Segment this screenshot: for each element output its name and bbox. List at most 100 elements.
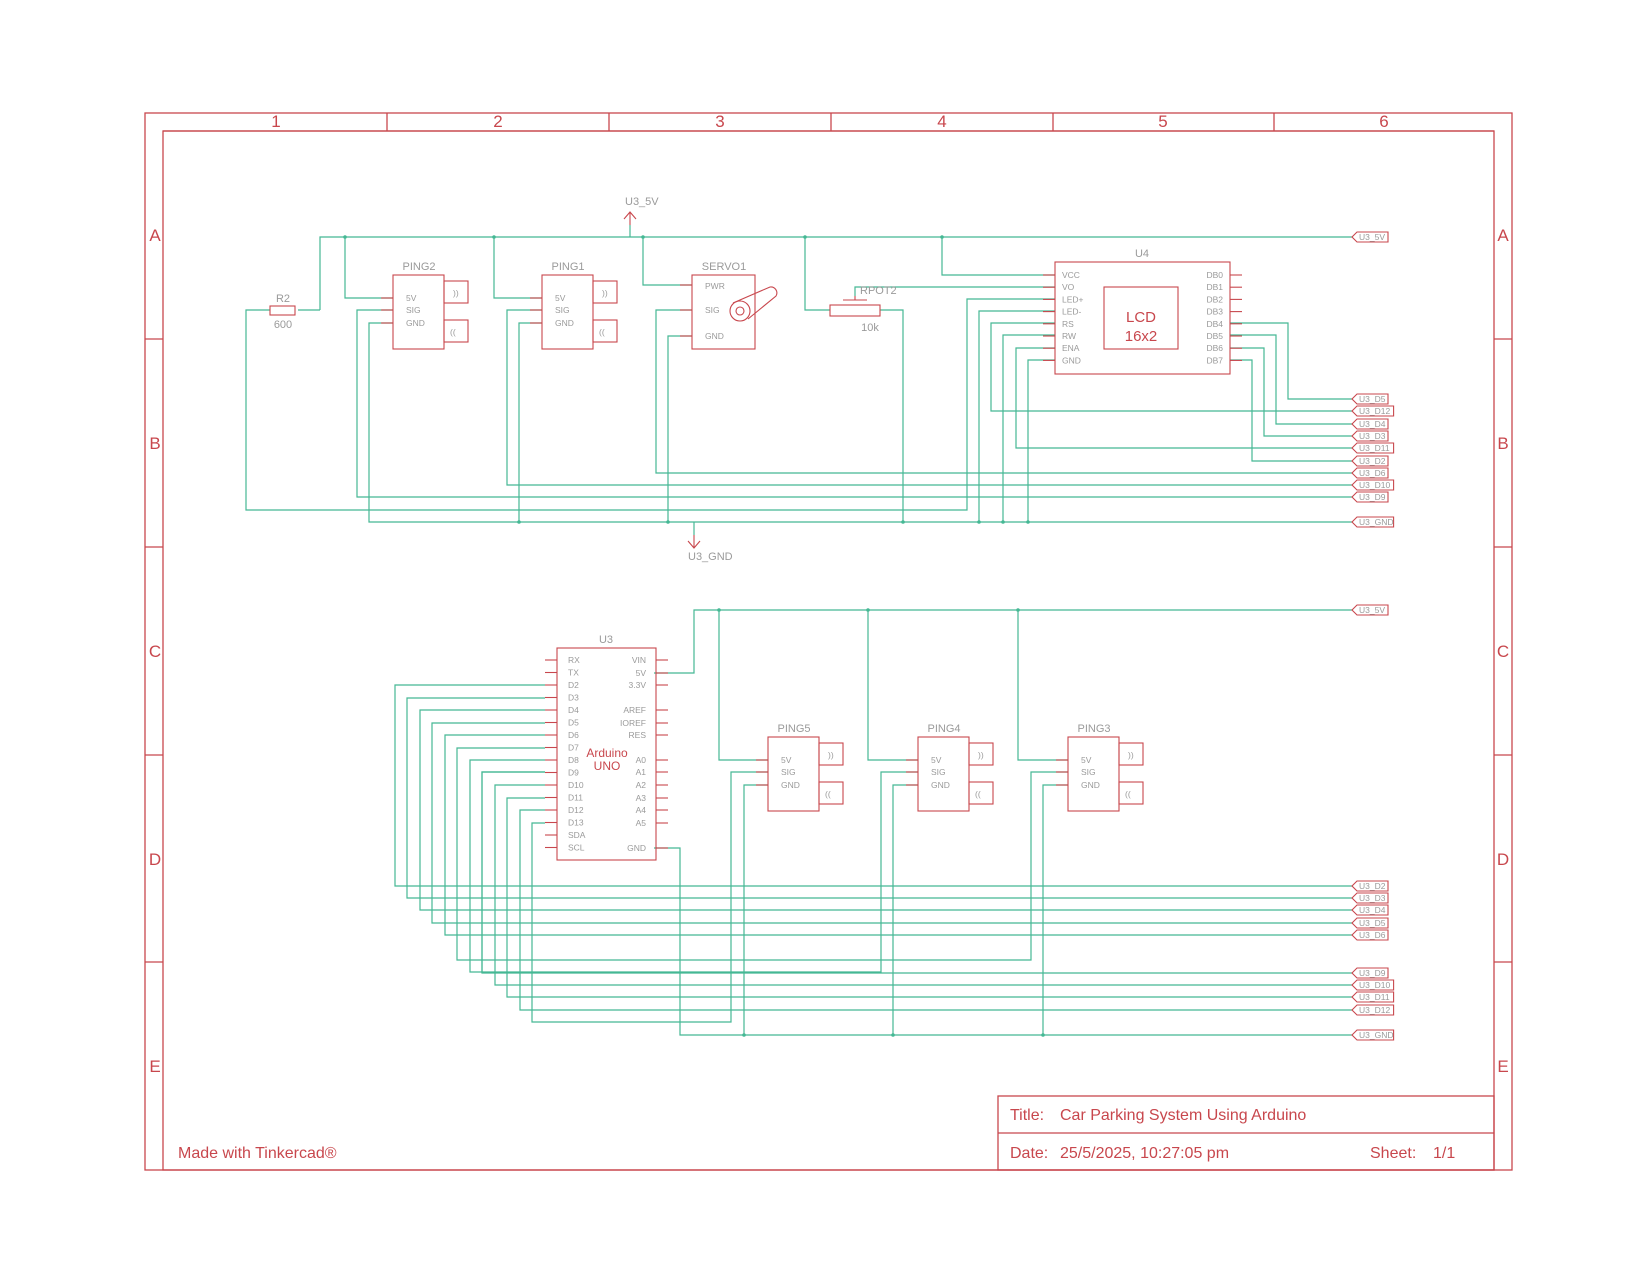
ping-name: PING5 bbox=[777, 723, 810, 735]
lcd-pin-label: VCC bbox=[1062, 270, 1080, 280]
net-label-text: U3_D2 bbox=[1359, 881, 1386, 891]
ping-name: PING1 bbox=[551, 261, 584, 273]
net-label-flag bbox=[1351, 991, 1395, 1003]
lcd-pin-label: LED+ bbox=[1062, 294, 1084, 304]
arduino-pin-label: SCL bbox=[568, 843, 585, 853]
column-label: 1 bbox=[271, 112, 280, 131]
arduino-pin-label: 5V bbox=[636, 668, 647, 678]
lcd-pin-label: DB3 bbox=[1206, 307, 1223, 317]
potentiometer-rpot2: RPOT2 10k bbox=[829, 285, 897, 334]
arduino-pin-label: D8 bbox=[568, 755, 579, 765]
net-label-flag bbox=[1351, 467, 1389, 479]
column-label: 4 bbox=[937, 112, 946, 131]
net-label-text: U3_D12 bbox=[1359, 1005, 1390, 1015]
lcd-pin-label: DB6 bbox=[1206, 343, 1223, 353]
resistor-r2: R2 600 bbox=[269, 293, 296, 331]
net-label-text: U3_D9 bbox=[1359, 968, 1386, 978]
arduino-pin-label: GND bbox=[627, 843, 646, 853]
gnd-symbol: U3_GND bbox=[687, 535, 733, 563]
arduino-pin-label: A3 bbox=[636, 793, 647, 803]
net-label-text: U3_D3 bbox=[1359, 893, 1386, 903]
row-label: A bbox=[149, 226, 161, 245]
receive-wave-icon: (( bbox=[975, 789, 981, 799]
arduino-pin-label: D6 bbox=[568, 730, 579, 740]
ping-name: PING2 bbox=[402, 261, 435, 273]
lcd-pin-label: DB0 bbox=[1206, 270, 1223, 280]
lcd-body-label: LCD bbox=[1126, 309, 1156, 326]
net-label-flag bbox=[1351, 929, 1389, 941]
net-label-flag bbox=[1351, 979, 1395, 991]
resistor-name: R2 bbox=[276, 293, 290, 305]
ping-sensor-ping1: )) (( PING1 5V SIG GND bbox=[530, 261, 618, 350]
net-label-text: U3_D3 bbox=[1359, 431, 1386, 441]
net-label-text: U3_GND bbox=[1359, 1030, 1393, 1040]
arduino-pin-label: D2 bbox=[568, 680, 579, 690]
ping-sensor-ping2: )) (( PING2 5V SIG GND bbox=[381, 261, 469, 350]
arduino-pin-label: D9 bbox=[568, 768, 579, 778]
receive-wave-icon: (( bbox=[450, 327, 456, 337]
lcd-pin-label: DB4 bbox=[1206, 319, 1223, 329]
title-block: Title: Car Parking System Using Arduino … bbox=[997, 1095, 1495, 1171]
receive-wave-icon: (( bbox=[599, 327, 605, 337]
row-label: E bbox=[149, 1057, 160, 1076]
resistor-value: 600 bbox=[274, 319, 292, 331]
arduino-pin-label: A0 bbox=[636, 755, 647, 765]
ping-pin-label: GND bbox=[931, 780, 950, 790]
arduino-pin-label: TX bbox=[568, 668, 579, 678]
row-label: E bbox=[1497, 1057, 1508, 1076]
receive-wave-icon: (( bbox=[1125, 789, 1131, 799]
net-label-text: U3_D11 bbox=[1359, 443, 1390, 453]
net-label-text: U3_D11 bbox=[1359, 992, 1390, 1002]
tinkercad-credit: Made with Tinkercad® bbox=[178, 1145, 337, 1162]
column-label: 5 bbox=[1158, 112, 1167, 131]
row-label: C bbox=[149, 642, 161, 661]
lcd-pin-label: VO bbox=[1062, 282, 1075, 292]
ping-name: PING3 bbox=[1077, 723, 1110, 735]
ping-pin-label: GND bbox=[406, 318, 425, 328]
column-label: 6 bbox=[1379, 112, 1388, 131]
net-label-flag bbox=[1351, 917, 1389, 929]
arduino-pin-label: A1 bbox=[636, 767, 647, 777]
net-label-flag bbox=[1351, 1004, 1395, 1016]
arduino-pin-label: D4 bbox=[568, 705, 579, 715]
ping-pin-label: SIG bbox=[555, 305, 570, 315]
net-label-text: U3_D5 bbox=[1359, 918, 1386, 928]
arduino-pin-label: D5 bbox=[568, 718, 579, 728]
ping-pin-label: GND bbox=[781, 780, 800, 790]
arduino-pin-label: D7 bbox=[568, 743, 579, 753]
net-label-flag bbox=[1351, 393, 1389, 405]
lcd-pin-label: DB1 bbox=[1206, 282, 1223, 292]
row-label: C bbox=[1497, 642, 1509, 661]
net-label-flag bbox=[1351, 491, 1389, 503]
arduino-pin-label: VIN bbox=[632, 655, 646, 665]
net-label-flag bbox=[1351, 880, 1389, 892]
servo-servo1: SERVO1 PWR SIG GND bbox=[680, 261, 778, 350]
arduino-pin-label: 3.3V bbox=[629, 680, 647, 690]
arduino-pin-label: AREF bbox=[623, 705, 646, 715]
bottom-net-labels: U3_5VU3_D2U3_D3U3_D4U3_D5U3_D6U3_D9U3_D1… bbox=[1351, 604, 1395, 1041]
arduino-pin-label: D13 bbox=[568, 818, 584, 828]
lcd-pin-label: GND bbox=[1062, 355, 1081, 365]
arduino-body-label: UNO bbox=[594, 759, 621, 773]
top-net-labels: U3_5VU3_D5U3_D12U3_D4U3_D3U3_D11U3_D2U3_… bbox=[1351, 231, 1395, 528]
net-label-flag bbox=[1351, 442, 1395, 454]
servo-pin-label: PWR bbox=[705, 281, 725, 291]
ping-sensor-ping3: )) (( PING3 5V SIG GND bbox=[1056, 723, 1144, 812]
servo-pin-label: SIG bbox=[705, 305, 720, 315]
ping-pin-label: GND bbox=[555, 318, 574, 328]
net-label-flag bbox=[1351, 479, 1395, 491]
net-label-text: U3_D4 bbox=[1359, 419, 1386, 429]
lcd-body-label: 16x2 bbox=[1125, 328, 1158, 345]
net-label-text: U3_D2 bbox=[1359, 456, 1386, 466]
arduino-pin-label: A5 bbox=[636, 818, 647, 828]
transmit-wave-icon: )) bbox=[828, 750, 834, 760]
ping-pin-label: 5V bbox=[781, 755, 792, 765]
bottom-circuit-wires bbox=[394, 608, 1352, 1037]
net-label-flag bbox=[1351, 604, 1389, 616]
ping-sensor-ping5: )) (( PING5 5V SIG GND bbox=[756, 723, 844, 812]
net-label-text: U3_D5 bbox=[1359, 394, 1386, 404]
gnd-label: U3_GND bbox=[688, 551, 733, 563]
